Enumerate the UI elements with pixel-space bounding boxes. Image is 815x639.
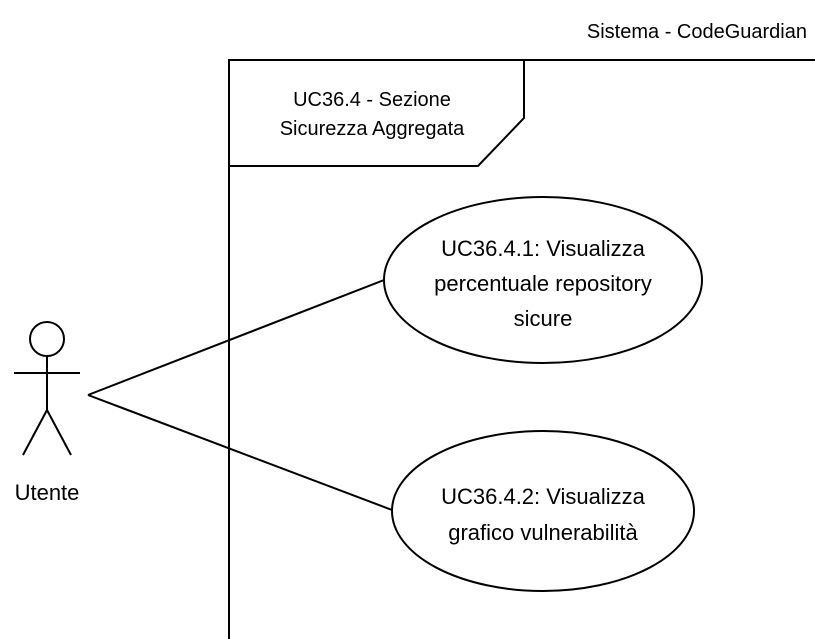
system-title: Sistema - CodeGuardian — [587, 21, 807, 43]
frame-label-line-2: Sicurezza Aggregata — [280, 118, 465, 140]
association-line-uc1 — [87, 279, 385, 396]
use-case-1-line-2: percentuale repository — [434, 271, 652, 296]
use-case-uc36-4-1[interactable]: UC36.4.1: Visualizza percentuale reposit… — [383, 196, 703, 364]
actor-figure — [14, 321, 80, 456]
frame-label-box — [228, 59, 525, 167]
use-case-2-line-2: grafico vulnerabilità — [448, 520, 638, 545]
use-case-1-line-3: sicure — [514, 306, 573, 331]
use-case-1-line-1: UC36.4.1: Visualizza — [441, 236, 646, 261]
association-line-uc2 — [87, 394, 393, 511]
frame-label-line-1: UC36.4 - Sezione — [293, 89, 451, 111]
use-case-ellipse[interactable] — [383, 196, 703, 364]
use-case-uc36-4-2[interactable]: UC36.4.2: Visualizza grafico vulnerabili… — [391, 430, 695, 592]
actor-label: Utente — [15, 480, 80, 505]
use-case-ellipse[interactable] — [391, 430, 695, 592]
use-case-2-line-1: UC36.4.2: Visualizza — [441, 484, 646, 509]
